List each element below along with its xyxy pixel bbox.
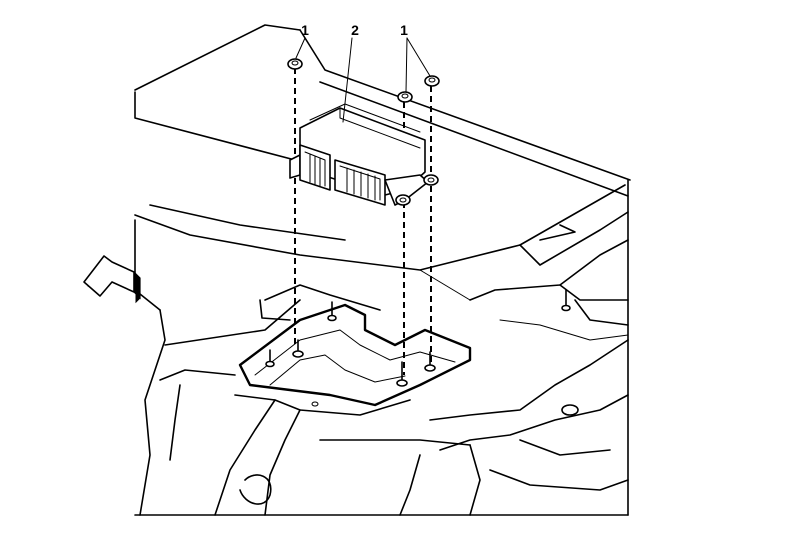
bracket-stud <box>327 301 337 322</box>
fastener-nut <box>424 75 440 87</box>
mounting-bracket <box>238 284 472 407</box>
callout-fastener-left: 1 <box>301 22 309 38</box>
leader-lines <box>295 37 431 123</box>
forward-arrow-icon <box>83 255 141 304</box>
bracket-stud <box>292 339 304 358</box>
bracket-stud <box>396 361 408 387</box>
control-module <box>289 103 439 206</box>
fastener-nut <box>397 91 413 103</box>
alignment-lines <box>294 68 432 375</box>
floor-panel-outline <box>134 24 631 311</box>
fastener-nut <box>287 58 303 70</box>
bracket-stud <box>265 349 275 368</box>
floor-pan-lower <box>134 179 629 516</box>
bracket-stud <box>561 289 571 312</box>
callout-fastener-right: 1 <box>400 22 408 38</box>
callout-module: 2 <box>351 22 359 38</box>
